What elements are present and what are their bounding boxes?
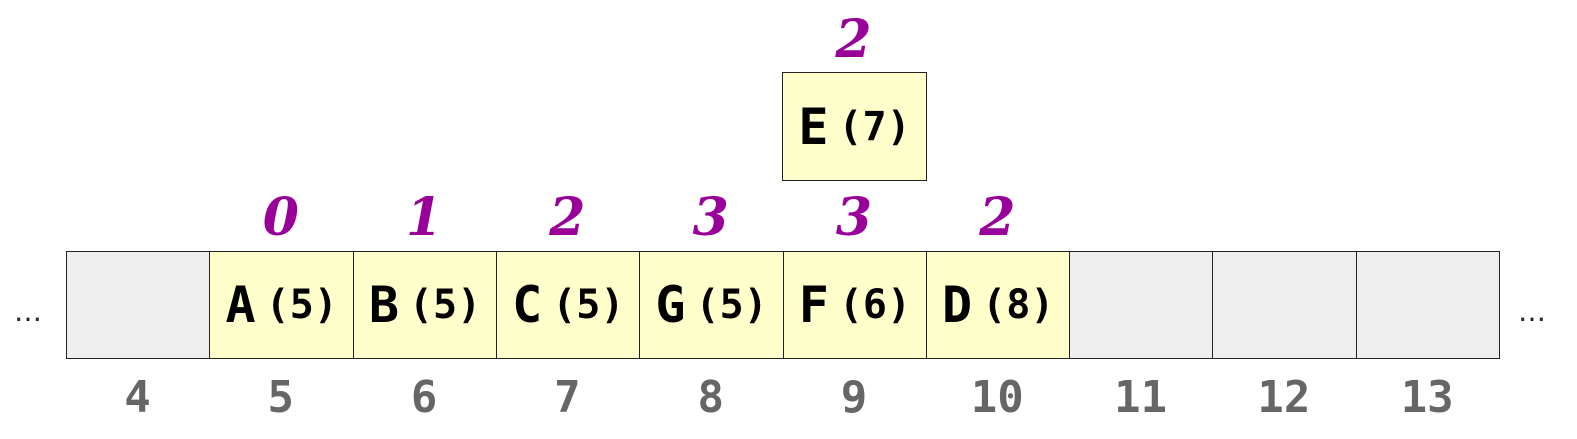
probe-count-7: 2 — [549, 187, 586, 248]
slot-7: C(5) — [495, 251, 641, 359]
slot-10: D(8) — [925, 251, 1071, 359]
slot-9: F(6) — [782, 251, 928, 359]
pending-hash: (7) — [838, 103, 911, 150]
slot-key: F — [798, 276, 829, 334]
slot-index-7: 7 — [554, 372, 581, 423]
slot-hash: (5) — [408, 282, 482, 328]
slot-hash: (5) — [265, 282, 338, 328]
ellipsis-left: … — [14, 295, 42, 328]
slot-index-13: 13 — [1400, 372, 1454, 423]
slot-11 — [1069, 251, 1214, 359]
pending-probe-count: 2 — [835, 9, 872, 70]
slot-4 — [66, 251, 211, 359]
slot-index-9: 9 — [840, 372, 868, 423]
slot-hash: (5) — [695, 282, 768, 328]
slot-13 — [1355, 251, 1501, 359]
probe-count-5: 0 — [262, 187, 299, 248]
slot-index-6: 6 — [410, 372, 438, 423]
slot-key: D — [942, 276, 973, 334]
pending-key: E — [798, 97, 829, 156]
slot-index-11: 11 — [1114, 372, 1168, 423]
slot-index-8: 8 — [697, 372, 724, 423]
slot-5: A(5) — [209, 251, 355, 359]
slot-8: G(5) — [639, 251, 784, 359]
slot-hash: (8) — [982, 282, 1055, 328]
slot-hash: (6) — [838, 282, 912, 328]
slot-index-12: 12 — [1257, 372, 1311, 423]
slot-key: G — [655, 276, 686, 334]
slot-6: B(5) — [352, 251, 498, 359]
probe-count-6: 1 — [406, 187, 443, 248]
slot-key: A — [225, 276, 256, 334]
slot-key: B — [368, 276, 399, 334]
probe-count-10: 2 — [979, 187, 1016, 248]
probe-count-9: 3 — [835, 187, 873, 248]
slot-key: C — [512, 276, 543, 334]
ellipsis-right: … — [1518, 295, 1546, 328]
slot-index-5: 5 — [267, 372, 295, 423]
slot-index-4: 4 — [124, 372, 151, 423]
slot-12 — [1212, 251, 1358, 359]
slot-hash: (5) — [552, 282, 625, 328]
probe-count-8: 3 — [692, 187, 729, 248]
slot-index-10: 10 — [970, 372, 1024, 423]
pending-element-cell: E(7) — [782, 72, 927, 181]
